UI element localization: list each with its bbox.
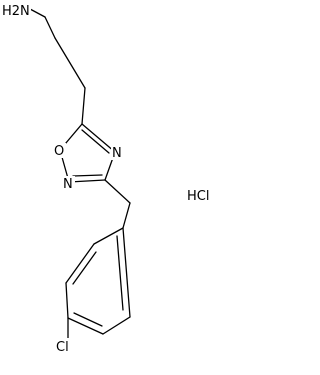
bond-ch2-aryl (122, 202, 131, 229)
bond-c2-c3 (54, 37, 86, 89)
bond-n4-c5 (81, 123, 116, 153)
bond-ar2-ar3-inner (72, 251, 97, 285)
ring-oxygen-label: O (54, 144, 64, 159)
bond-c3-c5 (81, 87, 86, 125)
bond-ar6-ar1-inner (116, 235, 124, 311)
bond-ar2-ar3 (65, 243, 95, 284)
ring-nitrogen-upper-label: N (112, 146, 122, 161)
molecule-structure: H2N O N N Cl HCl (2, 4, 210, 355)
bond-amine-c1 (29, 8, 46, 18)
bond-n2-c3-double (72, 174, 103, 177)
bond-ar4-ar5 (67, 317, 104, 335)
bond-c1-c2 (44, 16, 56, 39)
chlorine-label: Cl (56, 340, 69, 355)
bond-ar6-ar1 (122, 227, 131, 318)
bond-ar4-ar5-inner (73, 312, 103, 327)
bond-ar1-ar2 (93, 227, 124, 245)
ring-nitrogen-lower-label: N (63, 177, 73, 192)
bond-ar5-ar6 (102, 316, 131, 335)
bond-c3-ch2 (104, 179, 131, 204)
bond-n4-c5-double (81, 129, 110, 154)
bond-ar3-ar4 (65, 282, 69, 319)
amine-label: H2N (2, 4, 30, 19)
counterion-label: HCl (187, 189, 209, 204)
